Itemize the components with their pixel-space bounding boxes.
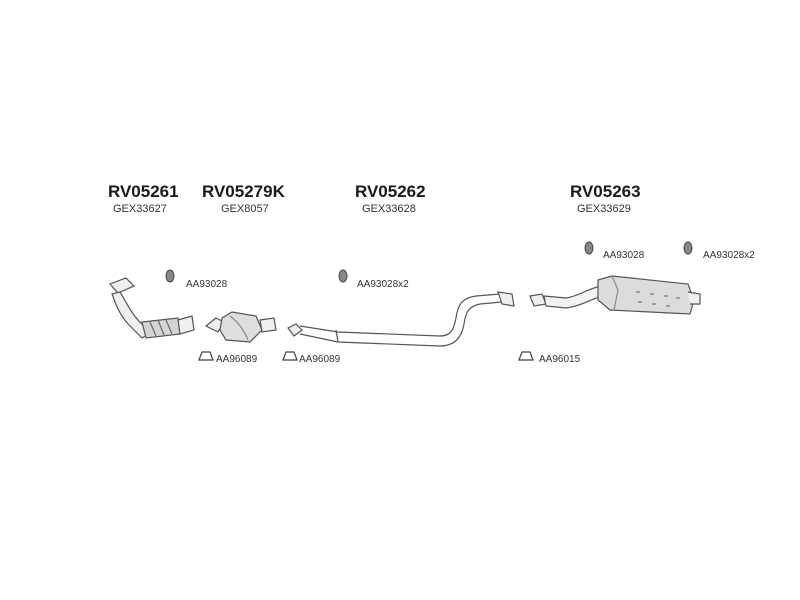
part-ref-gex33629: GEX33629 xyxy=(577,203,631,215)
accessory-label: AA96089 xyxy=(216,354,258,365)
part-ref-gex8057: GEX8057 xyxy=(221,203,269,215)
part-code-rv05263: RV05263 xyxy=(570,182,641,201)
front-pipe-part[interactable] xyxy=(108,277,195,339)
middle-pipe-part[interactable] xyxy=(287,291,515,347)
accessory-label: AA96089 xyxy=(299,354,341,365)
catalytic-converter-part[interactable] xyxy=(204,311,277,343)
rubber-mount-icon xyxy=(165,241,693,283)
accessory-label: AA96015 xyxy=(539,354,581,365)
part-code-rv05261: RV05261 xyxy=(108,182,179,201)
part-code-rv05262: RV05262 xyxy=(355,182,426,201)
part-ref-gex33628: GEX33628 xyxy=(362,203,416,215)
rear-silencer-part[interactable] xyxy=(529,275,701,315)
accessory-label: AA93028x2 xyxy=(357,279,409,290)
part-code-rv05279k: RV05279K xyxy=(202,182,285,201)
accessory-label: AA93028 xyxy=(603,250,645,261)
accessory-label: AA93028 xyxy=(186,279,228,290)
accessory-label: AA93028x2 xyxy=(703,250,755,261)
gasket-icon xyxy=(198,351,534,361)
part-ref-gex33627: GEX33627 xyxy=(113,203,167,215)
